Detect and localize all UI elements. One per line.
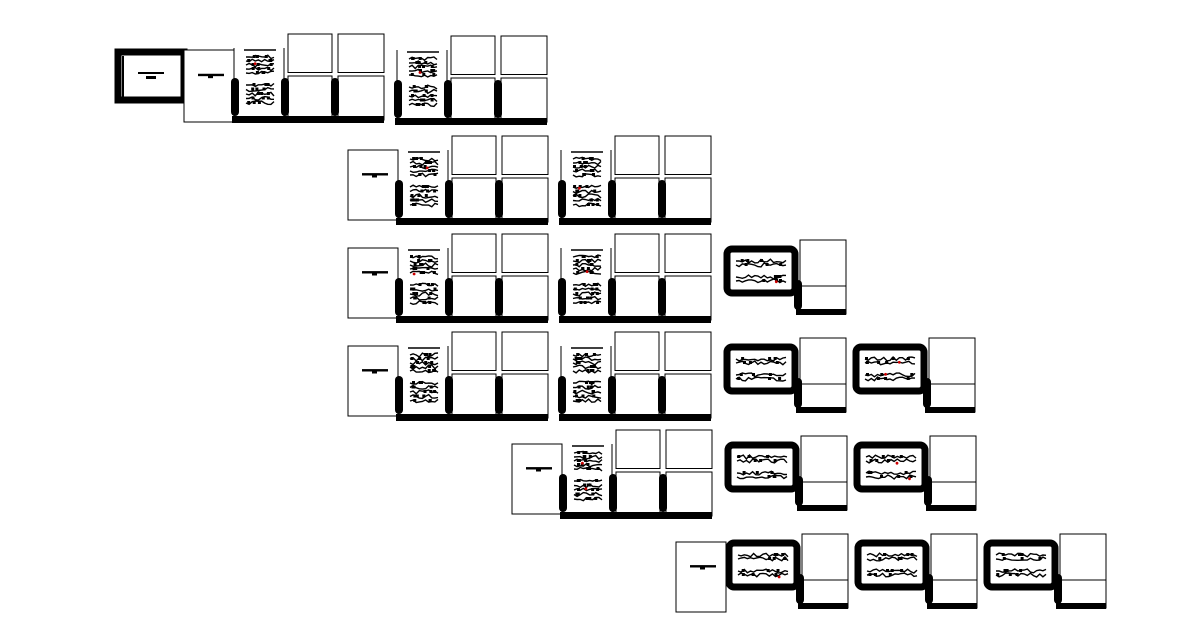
row-6-label-sheet — [675, 541, 727, 613]
title-mark — [198, 73, 224, 77]
row-6-sheet-3 — [983, 533, 1107, 609]
row-3-sheet-2 — [558, 233, 712, 323]
framed-cover-sheet — [114, 48, 188, 104]
row-2-sheet-2 — [558, 135, 712, 225]
row-5-label-sheet — [511, 443, 563, 515]
row-3-sheet-1 — [395, 233, 549, 323]
row-4-label-sheet — [347, 345, 399, 417]
row-5-sheet-1 — [559, 429, 713, 519]
cover-title-mark — [138, 72, 164, 74]
row-4-sheet-3 — [723, 337, 847, 413]
row-3-sheet-3 — [723, 239, 847, 315]
row-2-sheet-1 — [395, 135, 549, 225]
row-5-sheet-2 — [724, 435, 848, 511]
title-mark — [362, 271, 388, 274]
row-3-label-sheet — [347, 247, 399, 319]
row-1-sheet-1 — [231, 33, 385, 123]
row-4-sheet-4 — [852, 337, 976, 413]
title-mark — [690, 565, 716, 568]
title-mark — [362, 369, 388, 372]
row-4-sheet-1 — [395, 331, 549, 421]
row-6-sheet-1 — [725, 533, 849, 609]
title-mark — [526, 467, 552, 470]
title-mark — [362, 173, 388, 176]
row-2-label-sheet — [347, 149, 399, 221]
row-4-sheet-2 — [558, 331, 712, 421]
row-5-sheet-3 — [853, 435, 977, 511]
row-6-sheet-2 — [854, 533, 978, 609]
row-1-sheet-2 — [394, 35, 548, 125]
row-1-label-sheet — [183, 49, 235, 123]
